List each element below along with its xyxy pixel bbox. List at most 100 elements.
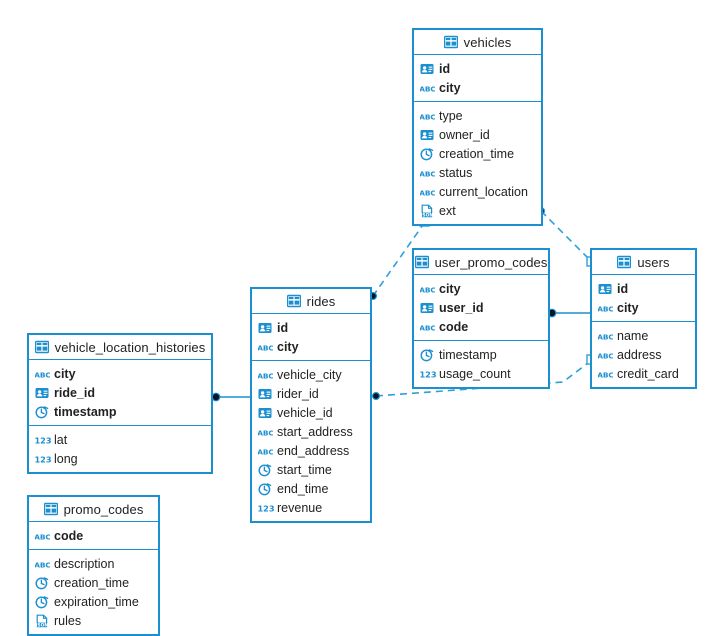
field-name: city [439,281,461,296]
svg-text:123: 123 [258,503,274,513]
svg-text:ABC: ABC [420,188,435,197]
field-name: city [439,80,461,95]
field-row-vehicle_location_histories-timestamp[interactable]: timestamp [29,402,211,421]
field-name: creation_time [439,146,515,161]
field-row-vehicles-creation_time[interactable]: creation_time [414,144,541,163]
field-row-vehicle_location_histories-ride_id[interactable]: ride_id [29,383,211,402]
entity-header-vehicles[interactable]: vehicles [414,30,541,55]
entity-title: user_promo_codes [434,254,548,270]
number-icon: 123 [35,452,51,466]
clock-icon [35,576,49,590]
field-name: long [54,451,78,466]
svg-text:ABC: ABC [598,370,613,379]
field-row-rides-id[interactable]: id [252,318,370,337]
entity-title: vehicle_location_histories [54,339,206,355]
field-name: ride_id [54,385,95,400]
table-icon [617,255,632,269]
field-row-rides-end_time[interactable]: end_time [252,479,370,498]
field-row-vehicles-ext[interactable]: JSON ext [414,201,541,220]
number-icon: 123 [258,501,274,515]
field-row-vehicles-owner_id[interactable]: owner_id [414,125,541,144]
field-row-rides-start_time[interactable]: start_time [252,460,370,479]
field-row-promo_codes-creation_time[interactable]: creation_time [29,573,158,592]
identity-icon [420,62,434,76]
field-name: id [439,61,451,76]
field-row-vehicles-id[interactable]: id [414,59,541,78]
svg-text:JSON: JSON [420,212,433,218]
abc-icon: ABC [35,557,50,571]
field-row-rides-rider_id[interactable]: rider_id [252,384,370,403]
field-name: creation_time [54,575,130,590]
svg-text:ABC: ABC [420,112,435,121]
field-name: city [617,300,639,315]
field-name: ext [439,203,456,218]
svg-text:ABC: ABC [258,343,273,352]
field-row-promo_codes-expiration_time[interactable]: expiration_time [29,592,158,611]
abc-icon: ABC [598,329,613,343]
field-name: revenue [277,500,323,515]
abc-icon: ABC [420,185,435,199]
json-icon: JSON [420,204,434,218]
field-name: name [617,328,649,343]
abc-icon: ABC [258,444,273,458]
entity-header-rides[interactable]: rides [252,289,370,314]
field-name: id [617,281,629,296]
entity-header-promo_codes[interactable]: promo_codes [29,497,158,522]
clock-icon [420,147,434,161]
field-name: usage_count [439,366,511,381]
identity-icon [258,321,272,335]
field-name: start_time [277,462,332,477]
identity-icon [35,386,49,400]
identity-icon [420,301,434,315]
clock-icon [258,463,272,477]
field-row-user_promo_codes-user_id[interactable]: user_id [414,298,548,317]
abc-icon: ABC [420,109,435,123]
field-name: vehicle_id [277,405,333,420]
field-row-users-name[interactable]: ABC name [592,326,695,345]
svg-text:ABC: ABC [35,532,50,541]
entity-header-vehicle_location_histories[interactable]: vehicle_location_histories [29,335,211,360]
field-name: rider_id [277,386,319,401]
field-row-rides-vehicle_id[interactable]: vehicle_id [252,403,370,422]
entity-header-users[interactable]: users [592,250,695,275]
table-icon [414,255,429,269]
field-name: end_time [277,481,329,496]
field-row-user_promo_codes-timestamp[interactable]: timestamp [414,345,548,364]
field-row-rides-city[interactable]: ABC city [252,337,370,356]
identity-icon [420,128,434,142]
table-icon [43,502,58,516]
field-row-users-id[interactable]: id [592,279,695,298]
entity-title: promo_codes [63,501,144,517]
field-name: city [277,339,299,354]
entity-header-user_promo_codes[interactable]: user_promo_codes [414,250,548,275]
